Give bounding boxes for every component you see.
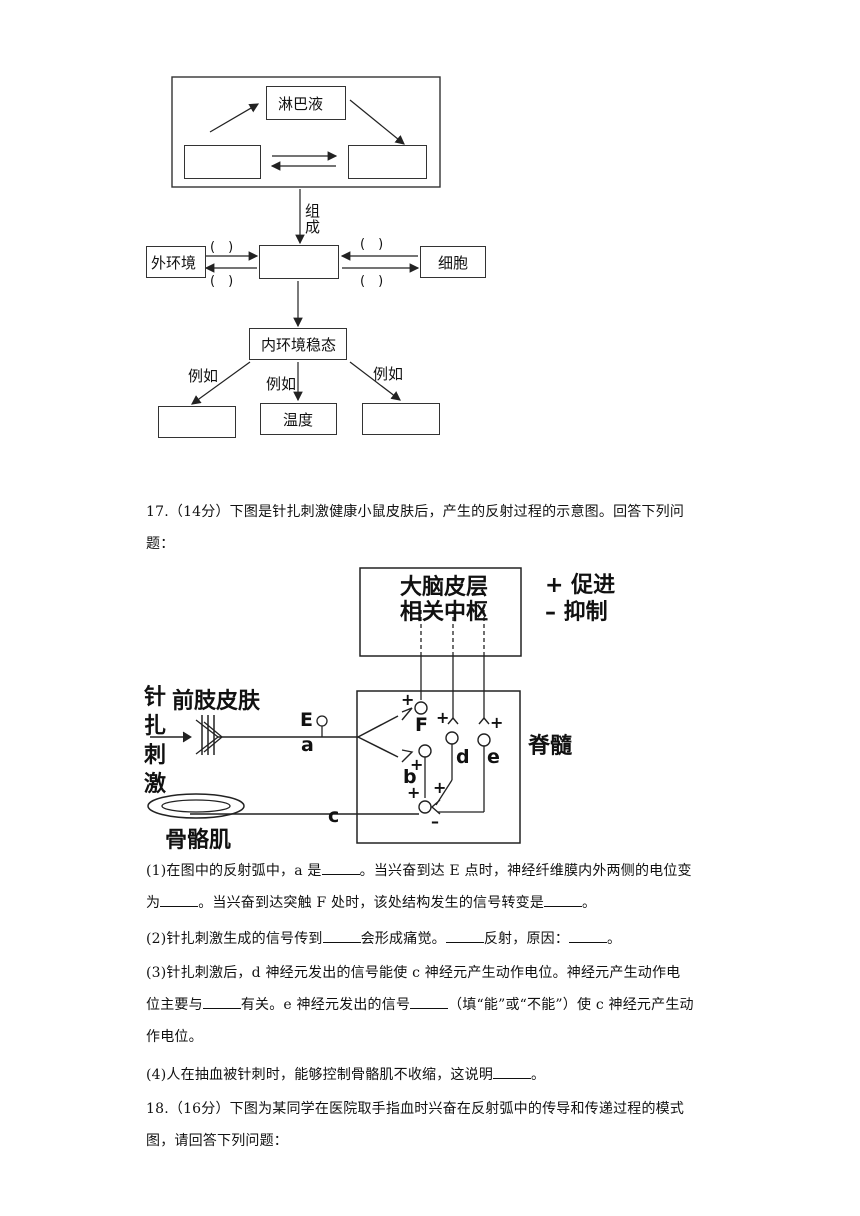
plus-d: + bbox=[436, 708, 449, 727]
answer-blank[interactable] bbox=[493, 1078, 531, 1079]
plus-c1: + bbox=[407, 783, 420, 802]
muscle-label: 骨骼肌 bbox=[165, 822, 231, 854]
q17-item-4: (4)人在抽血被针刺时，能够控制骨骼肌不收缩，这说明。 bbox=[146, 1059, 726, 1091]
stimulus-char-3: 刺 bbox=[144, 737, 166, 769]
answer-blank[interactable] bbox=[410, 1008, 448, 1009]
plus-F: + bbox=[401, 690, 414, 709]
answer-blank[interactable] bbox=[446, 942, 484, 943]
answer-blank[interactable] bbox=[160, 906, 198, 907]
q18-intro: 18.（16分）下图为某同学在医院取手指血时兴奋在反射弧中的传导和传递过程的模式… bbox=[146, 1093, 726, 1157]
answer-blank[interactable] bbox=[544, 906, 582, 907]
label-e: e bbox=[487, 746, 500, 768]
q17-item-3: (3)针扎刺激后，d 神经元发出的信号能使 c 神经元产生动作电位。神经元产生动… bbox=[146, 957, 726, 1053]
cortex-label-2: 相关中枢 bbox=[400, 594, 488, 626]
minus-c: – bbox=[431, 812, 439, 831]
label-d: d bbox=[456, 746, 470, 768]
stimulus-char-1: 针 bbox=[144, 679, 166, 711]
legend-inhibit: – 抑制 bbox=[545, 594, 608, 626]
label-E: E bbox=[300, 709, 313, 731]
plus-c2: + bbox=[433, 778, 446, 797]
plus-b: + bbox=[410, 755, 423, 774]
label-a: a bbox=[301, 734, 314, 756]
q17-item-1: (1)在图中的反射弧中，a 是。当兴奋到达 E 点时，神经纤维膜内外两侧的电位变… bbox=[146, 855, 726, 919]
label-c: c bbox=[328, 805, 339, 827]
q18-line1: 18.（16分）下图为某同学在医院取手指血时兴奋在反射弧中的传导和传递过程的模式 bbox=[146, 1093, 726, 1125]
label-F: F bbox=[415, 714, 428, 736]
skin-label: 前肢皮肤 bbox=[172, 683, 260, 715]
answer-blank[interactable] bbox=[569, 942, 607, 943]
answer-blank[interactable] bbox=[203, 1008, 241, 1009]
q18-line2: 图，请回答下列问题： bbox=[146, 1125, 726, 1157]
stimulus-char-4: 激 bbox=[144, 766, 166, 798]
answer-blank[interactable] bbox=[322, 874, 360, 875]
plus-e: + bbox=[490, 713, 503, 732]
answer-blank[interactable] bbox=[323, 942, 361, 943]
q17-item-2: (2)针扎刺激生成的信号传到会形成痛觉。反射，原因：。 bbox=[146, 923, 726, 955]
stimulus-char-2: 扎 bbox=[144, 708, 166, 740]
spinal-cord-label: 脊髓 bbox=[528, 728, 572, 760]
